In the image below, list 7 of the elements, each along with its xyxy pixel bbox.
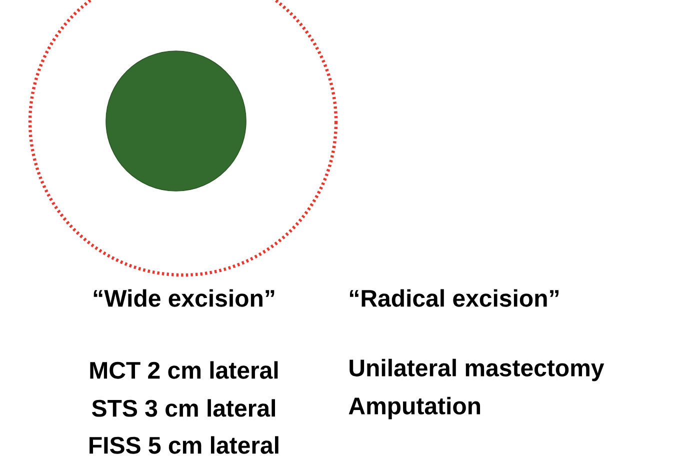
label-text: FISS 5 cm lateral bbox=[90, 436, 278, 454]
heading-text: “Wide excision” bbox=[94, 289, 274, 307]
label-text: Unilateral mastectomy bbox=[350, 358, 604, 382]
heading-text: “Radical excision” bbox=[350, 289, 558, 307]
label-text: STS 3 cm lateral bbox=[92, 399, 275, 417]
label-text: Amputation bbox=[348, 396, 480, 420]
label-text: MCT 2 cm lateral bbox=[90, 361, 278, 379]
